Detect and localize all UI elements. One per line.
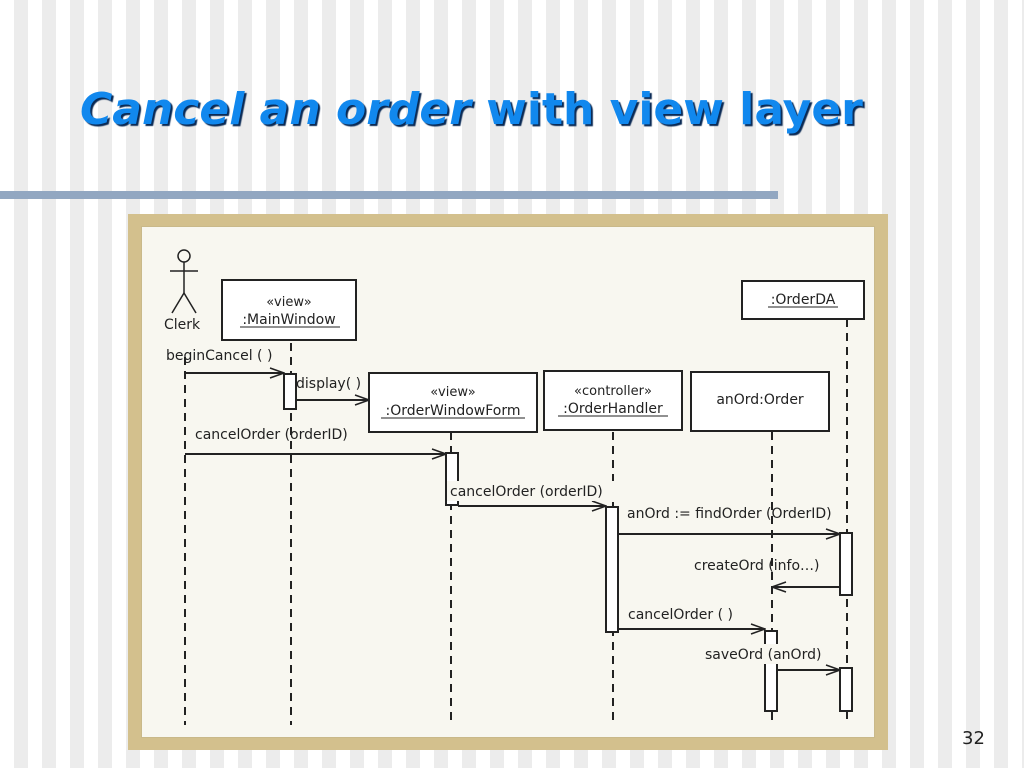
activation-main-window <box>283 373 297 410</box>
activation-order-da-2 <box>839 667 853 712</box>
order-da-box <box>741 280 865 320</box>
order-da-name: :OrderDA <box>771 292 836 308</box>
msg-find-order: anOrd := findOrder (OrderID) <box>627 506 832 522</box>
title-underline-bar <box>0 191 778 199</box>
order-window-form-name: :OrderWindowForm <box>386 403 521 419</box>
main-window-stereotype: «view» <box>266 295 311 310</box>
msg-cancel-order-2: cancelOrder (orderID) <box>450 484 603 500</box>
sequence-diagram: Clerk «view» :MainWindow «view» :OrderWi… <box>164 249 865 725</box>
msg-create-ord: createOrd (info…) <box>694 558 820 574</box>
slide-title-rest: with view layer <box>470 84 863 135</box>
diagram-canvas: Clerk «view» :MainWindow «view» :OrderWi… <box>141 226 875 738</box>
msg-cancel-order-2-bg <box>447 481 619 501</box>
clerk-actor-icon <box>170 249 198 314</box>
order-handler-box <box>543 370 683 431</box>
actor-label: Clerk <box>164 317 201 333</box>
order-handler-name: :OrderHandler <box>563 401 663 417</box>
order-handler-stereotype: «controller» <box>574 384 652 399</box>
diagram-frame: Clerk «view» :MainWindow «view» :OrderWi… <box>128 214 888 750</box>
activation-order-handler <box>605 506 619 633</box>
msg-save-ord: saveOrd (anOrd) <box>705 647 821 663</box>
main-window-box <box>221 279 357 341</box>
message-arrows <box>185 373 840 670</box>
msg-cancel-order-3: cancelOrder ( ) <box>628 607 733 623</box>
msg-cancel-order-1: cancelOrder (orderID) <box>195 427 348 443</box>
order-window-form-stereotype: «view» <box>430 385 475 400</box>
slide-title: Cancel an order with view layer <box>80 84 863 135</box>
main-window-name: :MainWindow <box>242 312 335 328</box>
an-ord-box <box>690 371 830 432</box>
msg-begin-cancel: beginCancel ( ) <box>166 348 272 364</box>
slide-title-italic: Cancel an order <box>80 84 471 135</box>
page-number: 32 <box>962 728 985 749</box>
msg-save-ord-bg <box>702 644 834 664</box>
activation-an-ord <box>764 630 778 712</box>
activation-order-da-1 <box>839 532 853 596</box>
msg-display: display( ) <box>296 376 361 392</box>
an-ord-name: anOrd:Order <box>716 392 804 408</box>
